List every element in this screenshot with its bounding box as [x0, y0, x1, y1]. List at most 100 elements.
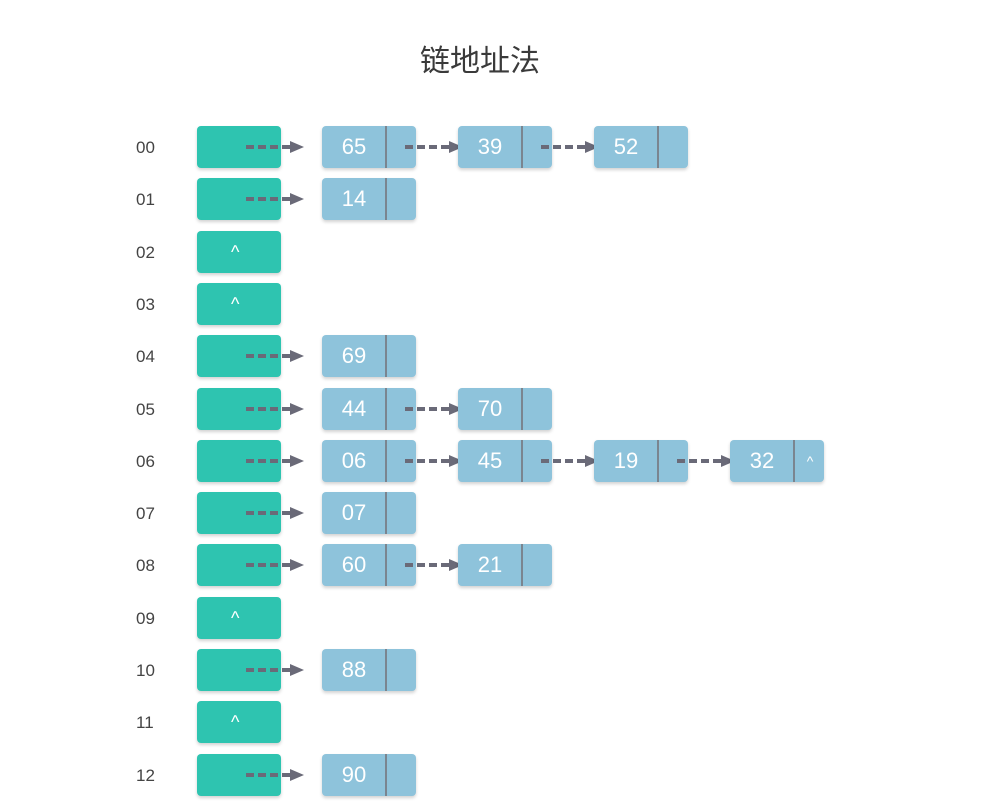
node-divider: [385, 335, 387, 378]
node-next-field: [388, 649, 416, 691]
chain-node: 70: [458, 387, 552, 430]
bucket-pointer-arrow: [246, 454, 304, 467]
next-pointer-arrow: [677, 454, 735, 467]
chain-node: 88: [322, 649, 416, 691]
node-divider: [521, 544, 523, 587]
node-key: 88: [341, 657, 367, 682]
chain-node: 14: [322, 178, 416, 221]
bucket-row: 00 65 39 52: [0, 126, 987, 170]
bucket-row: 11 ^: [0, 701, 987, 745]
chain-node: 19: [594, 439, 688, 482]
node-key: 19: [613, 447, 639, 473]
chain-node: 65: [322, 126, 416, 168]
bucket-slot: ^: [197, 230, 281, 273]
bucket-index: 05: [136, 399, 155, 419]
chain-node: 32 ^: [730, 439, 824, 482]
bucket-index: 03: [136, 294, 155, 314]
node-divider: [385, 387, 387, 430]
node-divider: [385, 126, 387, 168]
bucket-slot: [197, 126, 281, 168]
node-next-field: ^: [806, 452, 814, 469]
node-divider: [521, 439, 523, 482]
diagram-title: 链地址法: [420, 44, 540, 79]
node-divider: [657, 126, 659, 168]
chain-node: 21: [458, 544, 552, 587]
bucket-slot: [197, 649, 281, 691]
bucket-pointer-arrow: [246, 402, 304, 415]
chain-node: 06: [322, 439, 416, 482]
node-key: 44: [341, 395, 367, 421]
bucket-slot: [197, 387, 281, 430]
node-divider: [657, 439, 659, 482]
node-next-field: [388, 178, 416, 220]
bucket-index: 01: [136, 190, 155, 210]
null-pointer-symbol: ^: [231, 712, 240, 733]
bucket-slot: ^: [197, 596, 281, 639]
next-pointer-arrow: [405, 141, 463, 153]
next-pointer-arrow: [541, 454, 599, 467]
bucket-index: 02: [136, 242, 155, 262]
bucket-index: 12: [136, 765, 155, 785]
next-pointer-arrow: [541, 141, 599, 153]
bucket-row: 08 60 21: [0, 544, 987, 588]
node-divider: [793, 439, 795, 482]
node-key: 70: [477, 395, 503, 421]
node-key: 07: [341, 500, 367, 526]
node-divider: [385, 439, 387, 482]
bucket-index: 06: [136, 451, 155, 471]
null-pointer-symbol: ^: [231, 241, 240, 262]
bucket-row: 03 ^: [0, 282, 987, 327]
node-key: 45: [477, 447, 503, 473]
node-key: 39: [477, 134, 503, 159]
bucket-row: 06 06 45 19 32 ^: [0, 439, 987, 484]
node-next-field: [660, 126, 688, 168]
chain-node: 44: [322, 387, 416, 430]
node-divider: [385, 544, 387, 587]
node-key: 52: [613, 134, 639, 159]
node-key: 06: [341, 447, 367, 473]
node-key: 65: [341, 134, 367, 159]
node-divider: [385, 492, 387, 535]
node-divider: [385, 649, 387, 691]
next-pointer-arrow: [405, 402, 463, 415]
bucket-pointer-arrow: [246, 559, 304, 572]
node-key: 32: [749, 447, 775, 473]
chain-node: 69: [322, 335, 416, 378]
bucket-pointer-arrow: [246, 350, 304, 363]
bucket-pointer-arrow: [246, 507, 304, 520]
chain-node: 39: [458, 126, 552, 168]
node-next-field: [524, 544, 552, 586]
null-pointer-symbol: ^: [231, 293, 240, 314]
bucket-index: 10: [136, 661, 155, 680]
bucket-index: 00: [136, 138, 155, 157]
node-next-field: [388, 492, 416, 534]
bucket-row: 12 90: [0, 753, 987, 798]
next-pointer-arrow: [405, 454, 463, 467]
node-divider: [521, 387, 523, 430]
node-key: 69: [341, 343, 367, 369]
bucket-row: 05 44 70: [0, 387, 987, 432]
node-next-field: [388, 335, 416, 377]
node-key: 21: [477, 552, 503, 578]
bucket-slot: ^: [197, 282, 281, 325]
bucket-slot: ^: [197, 701, 281, 744]
bucket-row: 02 ^: [0, 230, 987, 275]
chain-node: 07: [322, 492, 416, 535]
bucket-index: 04: [136, 347, 155, 367]
node-key: 60: [341, 552, 367, 578]
node-divider: [385, 178, 387, 221]
bucket-pointer-arrow: [246, 768, 304, 781]
bucket-slot: [197, 178, 281, 221]
node-divider: [385, 753, 387, 796]
node-key: 90: [341, 761, 367, 787]
bucket-index: 09: [136, 608, 155, 628]
null-pointer-symbol: ^: [231, 607, 240, 628]
bucket-row: 10 88: [0, 649, 987, 693]
bucket-row: 09 ^: [0, 596, 987, 641]
bucket-slot: [197, 753, 281, 796]
bucket-index: 08: [136, 556, 155, 576]
bucket-index: 11: [136, 713, 154, 733]
node-next-field: [524, 388, 552, 430]
next-pointer-arrow: [405, 559, 463, 572]
